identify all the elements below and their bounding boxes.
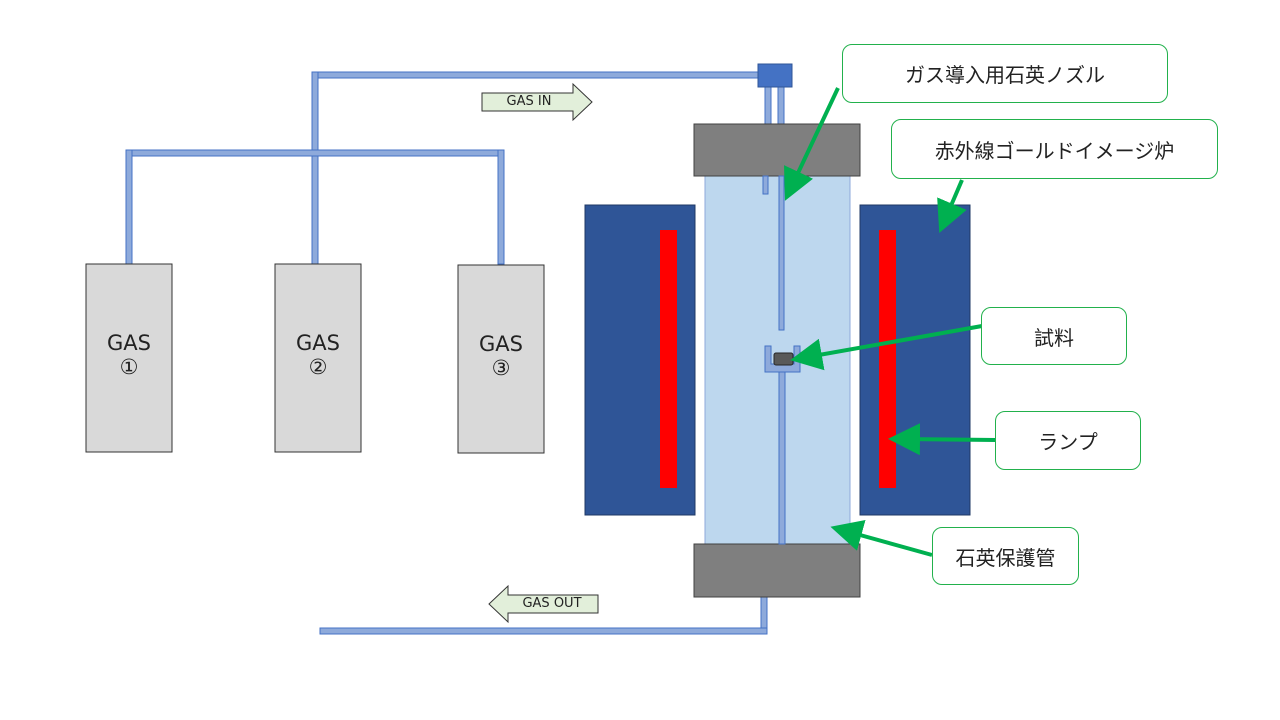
gas-cylinder-2-label: GAS ② xyxy=(275,331,361,379)
sample-rod xyxy=(778,367,786,545)
tube-callout: 石英保護管 xyxy=(932,527,1079,585)
sample xyxy=(773,352,794,366)
furnace-block-left xyxy=(584,204,696,516)
lamp-callout: ランプ xyxy=(995,411,1141,470)
gas-cylinder-2-name: GAS xyxy=(296,331,340,355)
quartz-nozzle xyxy=(778,175,785,331)
inlet-stub xyxy=(762,175,769,195)
lamp-left xyxy=(660,230,677,488)
sample-leader-arrow xyxy=(790,324,983,371)
furnace-leader-arrow xyxy=(937,179,967,234)
sample-callout: 試料 xyxy=(981,307,1127,365)
lamp-right xyxy=(879,230,896,488)
gas-cylinder-3-name: GAS xyxy=(479,332,523,356)
gas-cylinder-2 xyxy=(274,263,362,453)
gas-cylinder-1 xyxy=(85,263,173,453)
furnace-block-right xyxy=(859,204,971,516)
gas-cylinder-2-number: ② xyxy=(308,355,328,379)
gas-cylinder-3 xyxy=(457,264,545,454)
nozzle-leader-arrow xyxy=(784,87,840,201)
gas-cylinder-1-number: ① xyxy=(119,355,139,379)
gas-cylinder-3-number: ③ xyxy=(491,356,511,380)
leader-arrows xyxy=(784,87,997,557)
lamp-leader-arrow xyxy=(888,423,997,456)
gas-cylinder-1-label: GAS ① xyxy=(86,331,172,379)
furnace-callout: 赤外線ゴールドイメージ炉 xyxy=(891,119,1218,179)
bottom-cap xyxy=(693,543,861,598)
tube-leader-arrow xyxy=(830,519,933,557)
gas-in-arrow xyxy=(481,82,593,122)
top-cap xyxy=(693,123,861,177)
gas-in-label: GAS IN xyxy=(506,94,552,109)
nozzle-callout: ガス導入用石英ノズル xyxy=(842,44,1168,103)
gas-cylinder-3-label: GAS ③ xyxy=(458,332,544,380)
gas-cylinder-1-name: GAS xyxy=(107,331,151,355)
gas-out-label: GAS OUT xyxy=(522,596,582,611)
gas-out-arrow xyxy=(488,584,599,624)
pipe-connector xyxy=(757,63,793,88)
